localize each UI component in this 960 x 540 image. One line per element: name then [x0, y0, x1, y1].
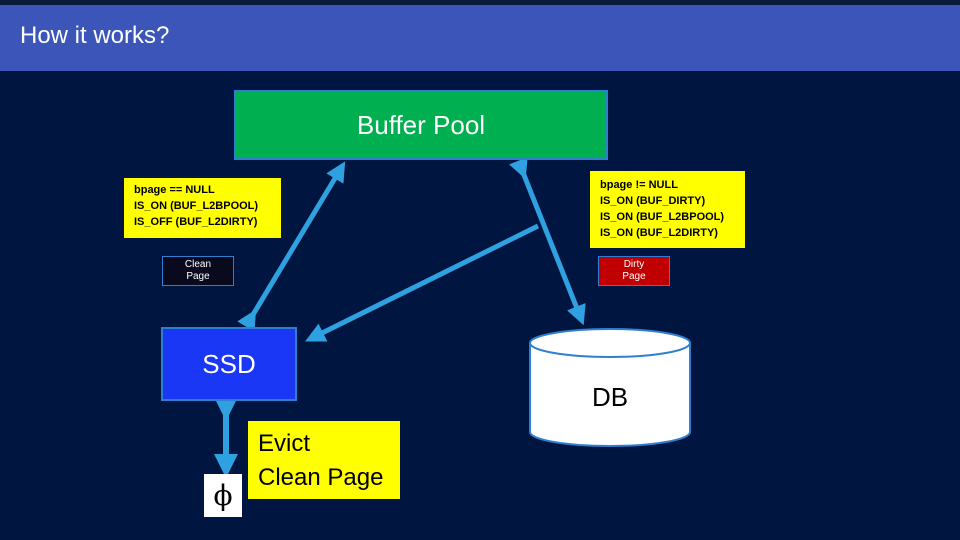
note-line: IS_ON (BUF_L2DIRTY) [600, 227, 718, 239]
arrow-branch-ssd [305, 223, 540, 342]
title-bar: How it works? [0, 5, 960, 71]
tag-line: Clean [184, 259, 212, 270]
condition-note-left: bpage == NULL IS_ON (BUF_L2BPOOL) IS_OFF… [124, 178, 281, 238]
tag-line: Page [622, 271, 646, 282]
arrow-ssd-bufferpool [237, 161, 346, 332]
page-title: How it works? [20, 22, 170, 49]
note-line: IS_OFF (BUF_L2DIRTY) [134, 216, 258, 228]
note-line: bpage != NULL [600, 179, 678, 191]
ssd-box: SSD [161, 327, 297, 401]
tag-line: Dirty [623, 259, 645, 270]
arrow-bufferpool-db [509, 157, 586, 326]
note-line: IS_ON (BUF_L2BPOOL) [600, 211, 725, 223]
evict-note: Evict Clean Page [248, 421, 400, 499]
empty-set-box: ϕ [204, 474, 242, 517]
dirty-page-tag: Dirty Page [598, 256, 670, 286]
ssd-label: SSD [202, 348, 256, 379]
buffer-pool-label: Buffer Pool [356, 109, 486, 140]
condition-note-right: bpage != NULL IS_ON (BUF_DIRTY) IS_ON (B… [590, 171, 745, 248]
tag-line: Page [186, 271, 210, 282]
evict-line: Clean Page [258, 464, 384, 491]
clean-page-tag: Clean Page [162, 256, 234, 286]
buffer-pool-box: Buffer Pool [234, 90, 608, 160]
phi-symbol: ϕ [213, 479, 233, 512]
db-label: DB [591, 381, 629, 412]
db-cylinder [529, 328, 691, 447]
note-line: IS_ON (BUF_L2BPOOL) [134, 200, 259, 212]
top-border [0, 0, 960, 5]
note-line: bpage == NULL [134, 184, 215, 196]
note-line: IS_ON (BUF_DIRTY) [600, 195, 706, 207]
evict-line: Evict [258, 430, 311, 457]
